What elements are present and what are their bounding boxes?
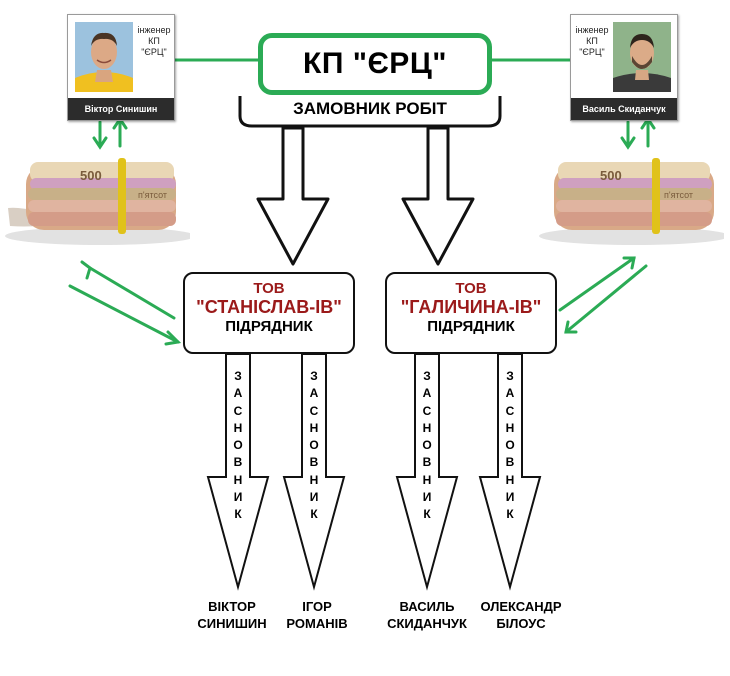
left-engineer-money-arrows bbox=[92, 116, 128, 150]
arrow-icon bbox=[256, 126, 330, 266]
left-money-contractor-arrows bbox=[68, 260, 182, 346]
money-roll-icon: 500 п'ятсот bbox=[534, 148, 729, 248]
arrow-icon bbox=[401, 126, 475, 266]
client-name: КП "ЄРЦ" bbox=[303, 47, 447, 80]
engineer-card-left: інженер КП "ЄРЦ" Віктор Синишин bbox=[67, 14, 175, 121]
contractor-role: ПІДРЯДНИК bbox=[225, 318, 313, 335]
contractor-box-halychyna: ТОВ "ГАЛИЧИНА-ІВ" ПІДРЯДНИК bbox=[385, 272, 557, 354]
money-roll-icon: 500 п'ятсот bbox=[0, 148, 195, 248]
svg-text:п'ятсот: п'ятсот bbox=[664, 190, 693, 200]
founder-arrow-3 bbox=[395, 353, 459, 591]
founder-arrow-2 bbox=[282, 353, 346, 591]
engineer-caption: інженер КП "ЄРЦ" bbox=[575, 25, 609, 57]
founder-arrow-1 bbox=[206, 353, 270, 591]
client-role-label: ЗАМОВНИК РОБІТ bbox=[293, 99, 447, 118]
svg-text:500: 500 bbox=[600, 168, 622, 183]
client-bracket bbox=[238, 96, 502, 128]
contractor-name: "СТАНІСЛАВ-ІВ" bbox=[196, 297, 342, 317]
engineer-photo bbox=[75, 22, 133, 92]
engineer-name: Віктор Синишин bbox=[68, 98, 174, 120]
contractor-role: ПІДРЯДНИК bbox=[427, 318, 515, 335]
right-engineer-money-arrows bbox=[620, 116, 656, 150]
founder-arrow-4 bbox=[478, 353, 542, 591]
svg-text:500: 500 bbox=[80, 168, 102, 183]
contractor-prefix: ТОВ bbox=[253, 280, 285, 297]
contractor-name: "ГАЛИЧИНА-ІВ" bbox=[400, 297, 542, 317]
engineer-name: Василь Скиданчук bbox=[571, 98, 677, 120]
engineer-caption: інженер КП "ЄРЦ" bbox=[137, 25, 171, 57]
svg-text:п'ятсот: п'ятсот bbox=[138, 190, 167, 200]
contractor-box-stanislav: ТОВ "СТАНІСЛАВ-ІВ" ПІДРЯДНИК bbox=[183, 272, 355, 354]
right-money-contractor-arrows bbox=[558, 256, 648, 334]
engineer-card-right: інженер КП "ЄРЦ" Василь Скиданчук bbox=[570, 14, 678, 121]
engineer-photo bbox=[613, 22, 671, 92]
client-box: КП "ЄРЦ" bbox=[258, 33, 492, 95]
contractor-prefix: ТОВ bbox=[455, 280, 487, 297]
